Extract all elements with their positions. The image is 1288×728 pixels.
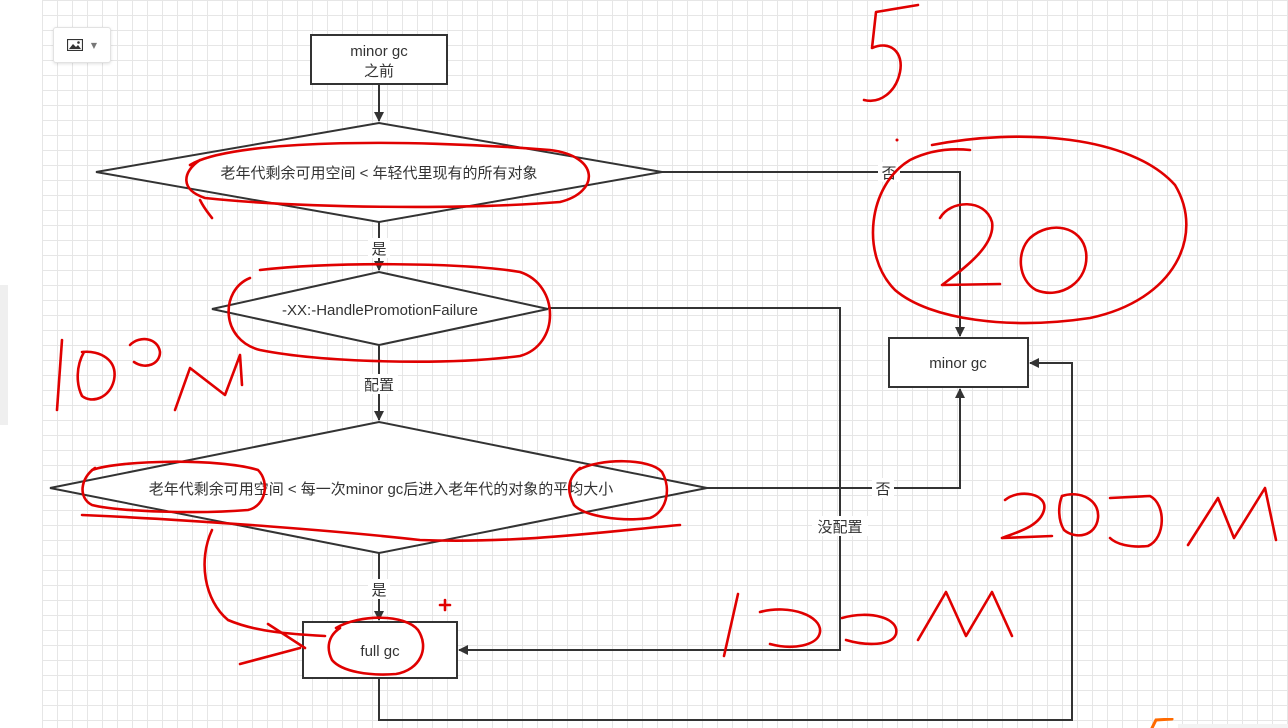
- edge-d1-no: [662, 171, 965, 337]
- node-decision1-label: 老年代剩余可用空间 < 年轻代里现有的所有对象: [220, 164, 537, 182]
- edge-label-d1-no: 否: [881, 165, 896, 182]
- handwriting-bottom-M: [916, 590, 1014, 642]
- node-start-label: minor gc: [350, 43, 408, 60]
- edge-labels: 否 是 配置 没配置 否 是: [360, 162, 900, 599]
- handwriting-ellipse-full-gc: [327, 616, 425, 676]
- edge-label-d2-configured: 配置: [364, 377, 394, 394]
- edge-fullgc-to-minorgc: [378, 358, 1073, 721]
- edge-label-d1-yes: 是: [371, 241, 386, 258]
- handwriting-2: [938, 203, 1002, 287]
- edge-d2-not-configured: [458, 307, 841, 655]
- handwriting-ellipse-decision3-left: [81, 460, 267, 514]
- handwriting-ellipse-decision3-right: [567, 459, 669, 521]
- handwriting-left-0b: [128, 337, 162, 367]
- node-full-gc[interactable]: full gc: [302, 621, 458, 679]
- handwriting-arrow-stroke: [203, 528, 327, 638]
- node-decision3-label: 老年代剩余可用空间 < 每一次minor gc后进入老年代的对象的平均大小: [149, 480, 614, 498]
- bottom-right-partial-icon: [1150, 718, 1288, 728]
- handwriting-annotations: [55, 3, 1278, 676]
- chevron-down-icon[interactable]: ▼: [90, 40, 98, 50]
- handwriting-right-0b: [1108, 494, 1163, 548]
- node-decision2[interactable]: -XX:-HandlePromotionFailure: [211, 270, 549, 347]
- handwriting-bottom-1: [722, 592, 740, 658]
- node-decision2-label: -XX:-HandlePromotionFailure: [282, 302, 478, 319]
- handwriting-underline-decision3: [80, 513, 682, 543]
- insert-image-button[interactable]: ▼: [53, 27, 111, 63]
- node-start-label-line2: 之前: [364, 63, 394, 80]
- handwriting-bottom-0a: [758, 608, 822, 648]
- handwriting-0: [1019, 226, 1088, 295]
- handwriting-plus: [438, 598, 452, 612]
- handwriting-right-2: [1000, 492, 1054, 540]
- handwriting-bottom-0b: [840, 613, 898, 646]
- handwriting-5: [862, 3, 920, 103]
- handwriting-right-0a: [1057, 493, 1100, 537]
- handwriting-left-M: [173, 353, 244, 412]
- handwriting-right-M: [1186, 486, 1278, 547]
- edge-label-d3-yes: 是: [371, 582, 386, 599]
- side-panel-edge: [0, 285, 8, 425]
- handwriting-circle: [871, 135, 1188, 325]
- image-icon: [66, 39, 83, 51]
- handwriting-ellipse-decision2: [227, 262, 552, 363]
- edge-label-d3-no: 否: [875, 481, 890, 498]
- handwriting-ellipse-decision1: [185, 141, 591, 220]
- edge-d3-no: [707, 388, 965, 489]
- handwriting-dot: [895, 138, 899, 142]
- node-full-gc-label: full gc: [360, 643, 400, 660]
- node-minor-gc-label: minor gc: [929, 355, 987, 372]
- handwriting-left-0a: [76, 350, 116, 401]
- handwriting-arrow-head: [238, 622, 307, 666]
- edges: [374, 84, 1073, 721]
- node-decision3[interactable]: 老年代剩余可用空间 < 每一次minor gc后进入老年代的对象的平均大小: [49, 420, 708, 555]
- node-minor-gc[interactable]: minor gc: [888, 337, 1029, 388]
- edge-label-d2-not-configured: 没配置: [817, 519, 862, 536]
- node-start[interactable]: minor gc 之前: [310, 34, 448, 85]
- handwriting-left-1: [55, 338, 64, 412]
